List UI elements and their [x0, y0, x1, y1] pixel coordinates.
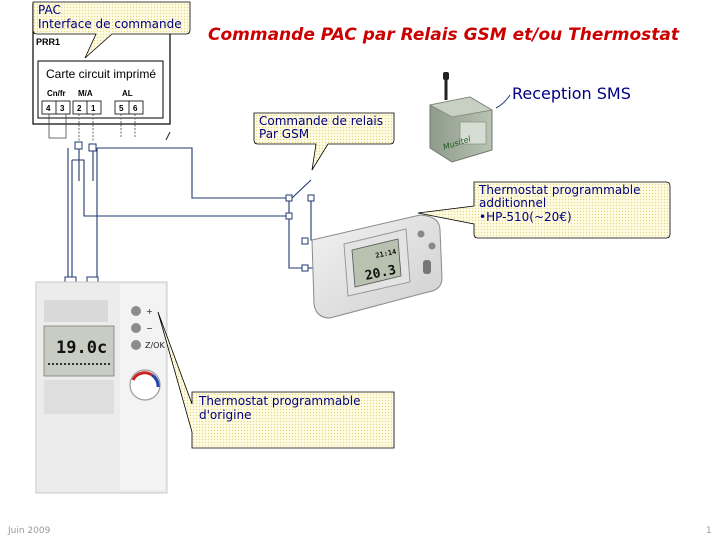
thermo-orig-line2: d'origine	[199, 408, 251, 422]
pin-2: 2	[77, 104, 82, 113]
hp510-button-top	[417, 230, 425, 238]
orig-plus-label: +	[146, 307, 153, 316]
box-label: PRR1	[36, 37, 60, 47]
hp510-display-temp: 20.3	[364, 263, 398, 284]
gsm-callout-line2: Par GSM	[259, 127, 309, 141]
sms-label: Reception SMS	[512, 84, 631, 103]
gsm-relay-callout: Commande de relais Par GSM	[253, 112, 395, 171]
orig-ok-label: Z/OK	[145, 341, 165, 350]
pac-callout-line2: Interface de commande	[38, 17, 182, 31]
gsm-modem: Musitel	[428, 72, 494, 163]
orig-dial	[129, 369, 161, 401]
pin-6: 6	[133, 104, 138, 113]
orig-minus-label: −	[146, 324, 153, 333]
thermo-add-line3: •HP-510(~20€)	[479, 210, 572, 224]
orig-minus-button	[131, 323, 141, 333]
terminal-leads	[48, 114, 136, 142]
pin-1: 1	[91, 104, 96, 113]
pac-callout: PAC Interface de commande	[32, 1, 191, 59]
wire-junctions	[64, 141, 315, 286]
original-thermostat: 19.0c + − Z/OK	[35, 281, 168, 494]
pcb-group-cn: Cn/fr	[47, 89, 66, 98]
thermo-add-line2: additionnel	[479, 196, 546, 210]
footer-page: 1	[706, 526, 712, 536]
thermo-orig-line1: Thermostat programmable	[198, 394, 361, 408]
sms-pointer	[495, 94, 511, 109]
thermo-add-line1: Thermostat programmable	[478, 183, 641, 197]
wires	[67, 131, 316, 278]
orig-lcd	[43, 325, 115, 377]
pcb-group-al: AL	[122, 89, 133, 98]
hp510-lcd	[351, 238, 402, 288]
pin-5: 5	[119, 104, 124, 113]
orig-plus-button	[131, 306, 141, 316]
hp510-thermostat: 20.3 21:14	[311, 214, 443, 319]
pcb-label: Carte circuit imprimé	[46, 67, 156, 81]
footer-date: Juin 2009	[7, 526, 51, 536]
gsm-callout-line1: Commande de relais	[259, 114, 383, 128]
terminal-block: 4 3 2 1 5 6	[41, 100, 144, 115]
orig-display-temp: 19.0c	[56, 338, 107, 358]
pin-3: 3	[60, 104, 65, 113]
pac-callout-line1: PAC	[38, 3, 61, 17]
pin-4: 4	[46, 104, 51, 113]
original-thermostat-callout: Thermostat programmable d'origine	[157, 311, 395, 449]
orig-ok-button	[131, 340, 141, 350]
hp510-button-mid	[428, 242, 436, 250]
hp510-slider	[423, 260, 431, 274]
page-title: Commande PAC par Relais GSM et/ou Thermo…	[208, 25, 680, 45]
additional-thermostat-callout: Thermostat programmable additionnel •HP-…	[417, 181, 671, 239]
pcb-group-ma: M/A	[78, 89, 93, 98]
